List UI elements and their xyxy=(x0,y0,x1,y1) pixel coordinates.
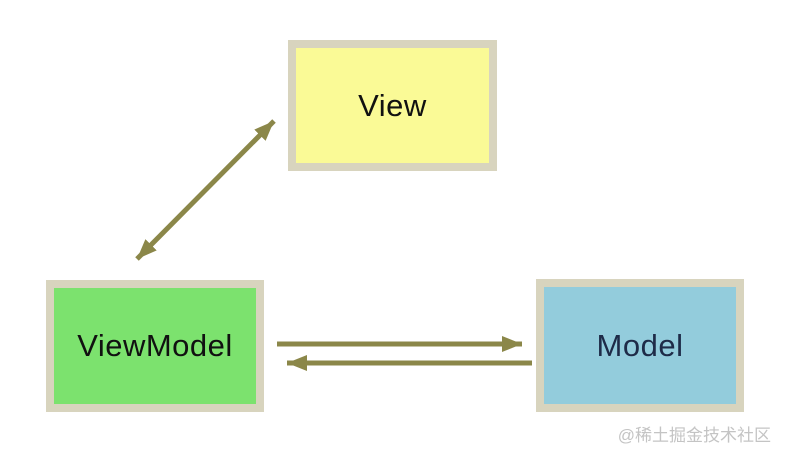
watermark: @稀土掘金技术社区 xyxy=(617,426,771,445)
node-viewmodel-label: ViewModel xyxy=(77,328,233,363)
node-viewmodel: ViewModel xyxy=(46,280,264,412)
node-view-label: View xyxy=(358,87,427,123)
arrow-viewmodel-view xyxy=(135,119,276,261)
node-model-label: Model xyxy=(596,327,684,363)
node-model: Model xyxy=(536,279,744,412)
node-view: View xyxy=(288,40,497,171)
